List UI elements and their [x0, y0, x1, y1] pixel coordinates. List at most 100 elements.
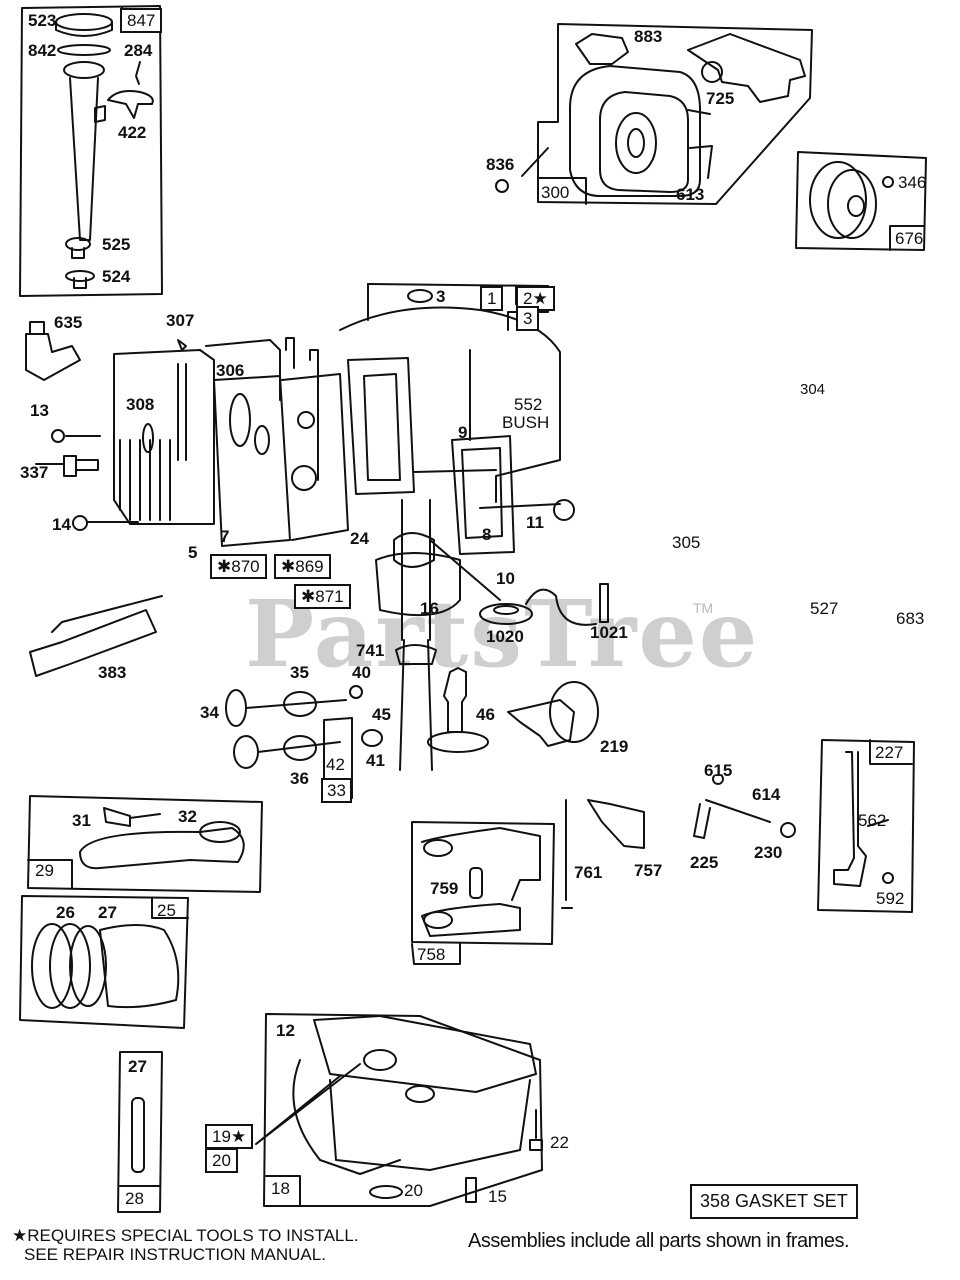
callout-10: 10 [496, 569, 515, 588]
callout-883: 883 [634, 27, 663, 46]
callout-bush: BUSH [502, 413, 550, 432]
frame-label-869: ✱869 [274, 554, 331, 579]
callout-304: 304 [800, 381, 826, 398]
muffler-383 [29, 595, 163, 677]
frame-label-870: ✱870 [210, 554, 267, 579]
callout-12: 12 [276, 1021, 295, 1040]
callout-346: 346 [898, 173, 927, 192]
callout-683: 683 [896, 609, 925, 628]
callout-13: 13 [30, 401, 49, 420]
callout-31: 31 [72, 811, 91, 830]
callout-842: 842 [28, 41, 57, 60]
callout-383: 383 [98, 663, 127, 682]
callout-45: 45 [372, 705, 391, 724]
callout-225: 225 [690, 853, 719, 872]
frame-label-33: 33 [321, 778, 352, 803]
callout-725: 725 [706, 89, 735, 108]
callout-305: 305 [672, 533, 701, 552]
frame-label-871: ✱871 [294, 584, 351, 609]
rocker-757 [587, 799, 645, 849]
callout-34: 34 [200, 703, 219, 722]
nut-230 [780, 822, 796, 838]
callout-757: 757 [634, 861, 663, 880]
callout-1021: 1021 [590, 623, 628, 642]
callout-27-rings: 27 [98, 903, 117, 922]
callout-1020: 1020 [486, 627, 524, 646]
callout-26: 26 [56, 903, 75, 922]
screw-307 [177, 339, 187, 351]
muffler-frame [495, 23, 813, 205]
leader-10 [429, 539, 501, 601]
cam-gear [427, 731, 489, 753]
callout-36: 36 [290, 769, 309, 788]
callout-7: 7 [220, 527, 230, 546]
sump-frame [255, 1013, 543, 1207]
footnote-line-1: ★REQUIRES SPECIAL TOOLS TO INSTALL. [12, 1226, 359, 1245]
gear-1020 [479, 603, 533, 625]
cylinder-heads [113, 337, 349, 547]
callout-592: 592 [876, 889, 905, 908]
frame-label-29: 29 [35, 861, 54, 880]
breather-frame [411, 799, 573, 965]
callout-40: 40 [352, 663, 371, 682]
frame-label-676: 676 [895, 229, 924, 248]
dipstick-frame [19, 5, 163, 297]
governor-219 [507, 699, 575, 747]
callout-42: 42 [326, 755, 345, 774]
callout-761: 761 [574, 863, 603, 882]
bolt-13 [51, 429, 101, 443]
trademark-mark: TM [693, 600, 714, 616]
callout-306: 306 [216, 361, 245, 380]
frame-label-758: 758 [417, 945, 446, 964]
callout-524: 524 [102, 267, 131, 286]
piston-frame [19, 895, 189, 1029]
gear-1020-bore [493, 605, 519, 615]
gasket-set-label: 358 GASKET SET [690, 1184, 858, 1219]
callout-11: 11 [526, 513, 544, 532]
callout-527: 527 [810, 599, 839, 618]
bolt-14 [72, 515, 139, 531]
wrist-pin-frame [117, 1051, 163, 1213]
frame-label-18: 18 [271, 1179, 290, 1198]
frame-label-25: 25 [157, 901, 176, 920]
callout-523: 523 [28, 11, 57, 30]
callout-15: 15 [488, 1187, 507, 1206]
callout-741: 741 [356, 641, 385, 660]
callout-35: 35 [290, 663, 309, 682]
callout-14: 14 [52, 515, 71, 534]
frame-label-28: 28 [125, 1189, 144, 1208]
flywheel-frame [795, 151, 927, 251]
callout-3: 3 [436, 287, 446, 306]
callout-525: 525 [102, 235, 131, 254]
footnote-line-2: SEE REPAIR INSTRUCTION MANUAL. [24, 1245, 326, 1264]
callout-613: 613 [676, 185, 705, 204]
frame-label-300: 300 [541, 183, 570, 202]
clip-615 [712, 775, 724, 785]
callout-32: 32 [178, 807, 197, 826]
callout-614: 614 [752, 785, 781, 804]
lever-225 [693, 799, 771, 839]
callout-27-pin: 27 [128, 1057, 147, 1076]
callout-16: 16 [420, 599, 439, 618]
valves [225, 685, 383, 801]
frame-label-19: 19★ [205, 1124, 254, 1149]
assemblies-note: Assemblies include all parts shown in fr… [468, 1230, 850, 1252]
elbow-fitting [25, 321, 81, 381]
camshaft-46 [443, 667, 467, 733]
frame-label-20: 20 [205, 1148, 238, 1173]
callout-552: 552 [514, 395, 543, 414]
pin-1021 [599, 583, 609, 623]
callout-337: 337 [20, 463, 49, 482]
callout-24: 24 [350, 529, 369, 548]
callout-284: 284 [124, 41, 153, 60]
callout-562: 562 [858, 811, 887, 830]
callout-219: 219 [600, 737, 629, 756]
callout-307: 307 [166, 311, 195, 330]
callout-759: 759 [430, 879, 459, 898]
callout-308: 308 [126, 395, 155, 414]
callout-46: 46 [476, 705, 495, 724]
callout-41: 41 [366, 751, 385, 770]
conrod-frame [27, 795, 263, 893]
